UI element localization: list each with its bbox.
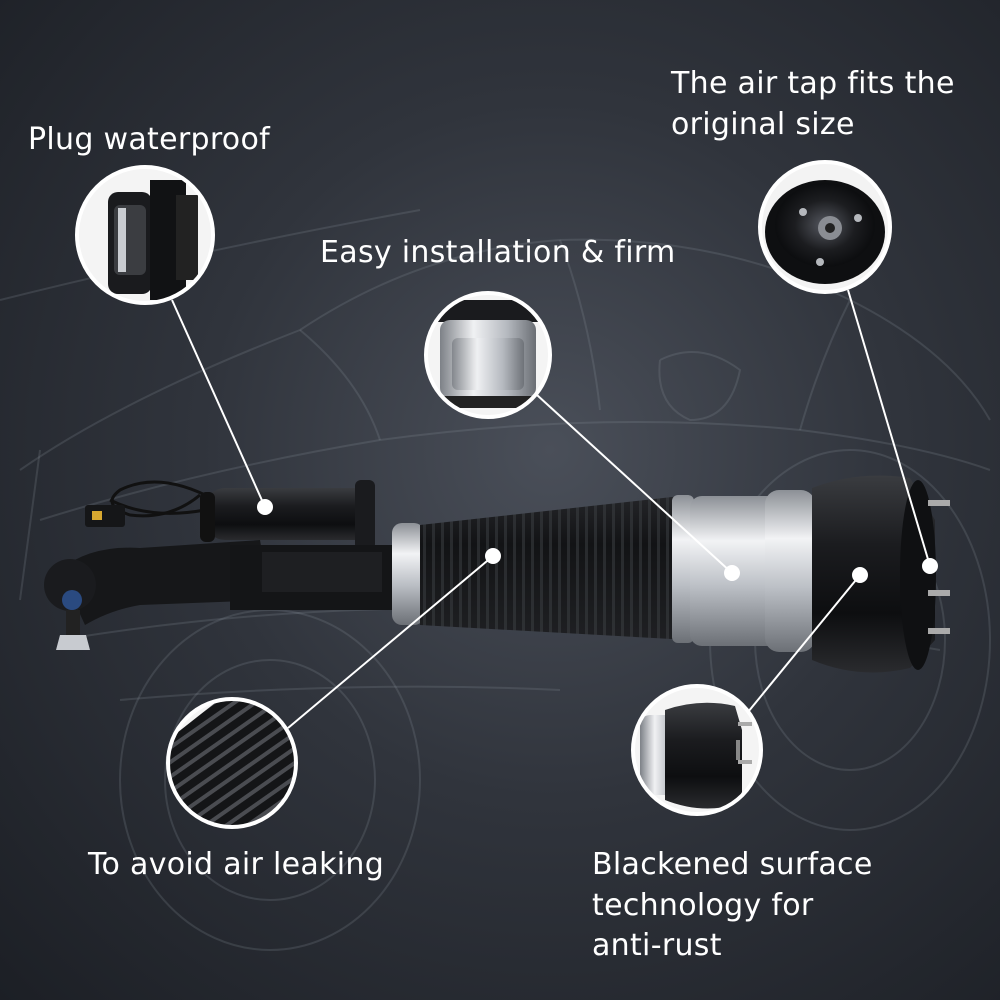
detail-bellows-icon (166, 697, 298, 829)
blackened-surface-label: Blackened surface technology for anti-ru… (592, 847, 873, 963)
leader-lines (171, 289, 938, 729)
detail-air-tap-icon (758, 160, 892, 294)
detail-sleeve-icon (424, 291, 552, 419)
detail-plug-icon (75, 165, 215, 305)
avoid-air-leaking-label: To avoid air leaking (88, 847, 385, 882)
easy-installation-label: Easy installation & firm (320, 235, 676, 270)
air-tap-label: The air tap fits the original size (671, 66, 955, 142)
product-air-strut-icon (44, 475, 950, 673)
detail-dome-icon (631, 684, 763, 816)
plug-waterproof-label: Plug waterproof (28, 122, 270, 157)
